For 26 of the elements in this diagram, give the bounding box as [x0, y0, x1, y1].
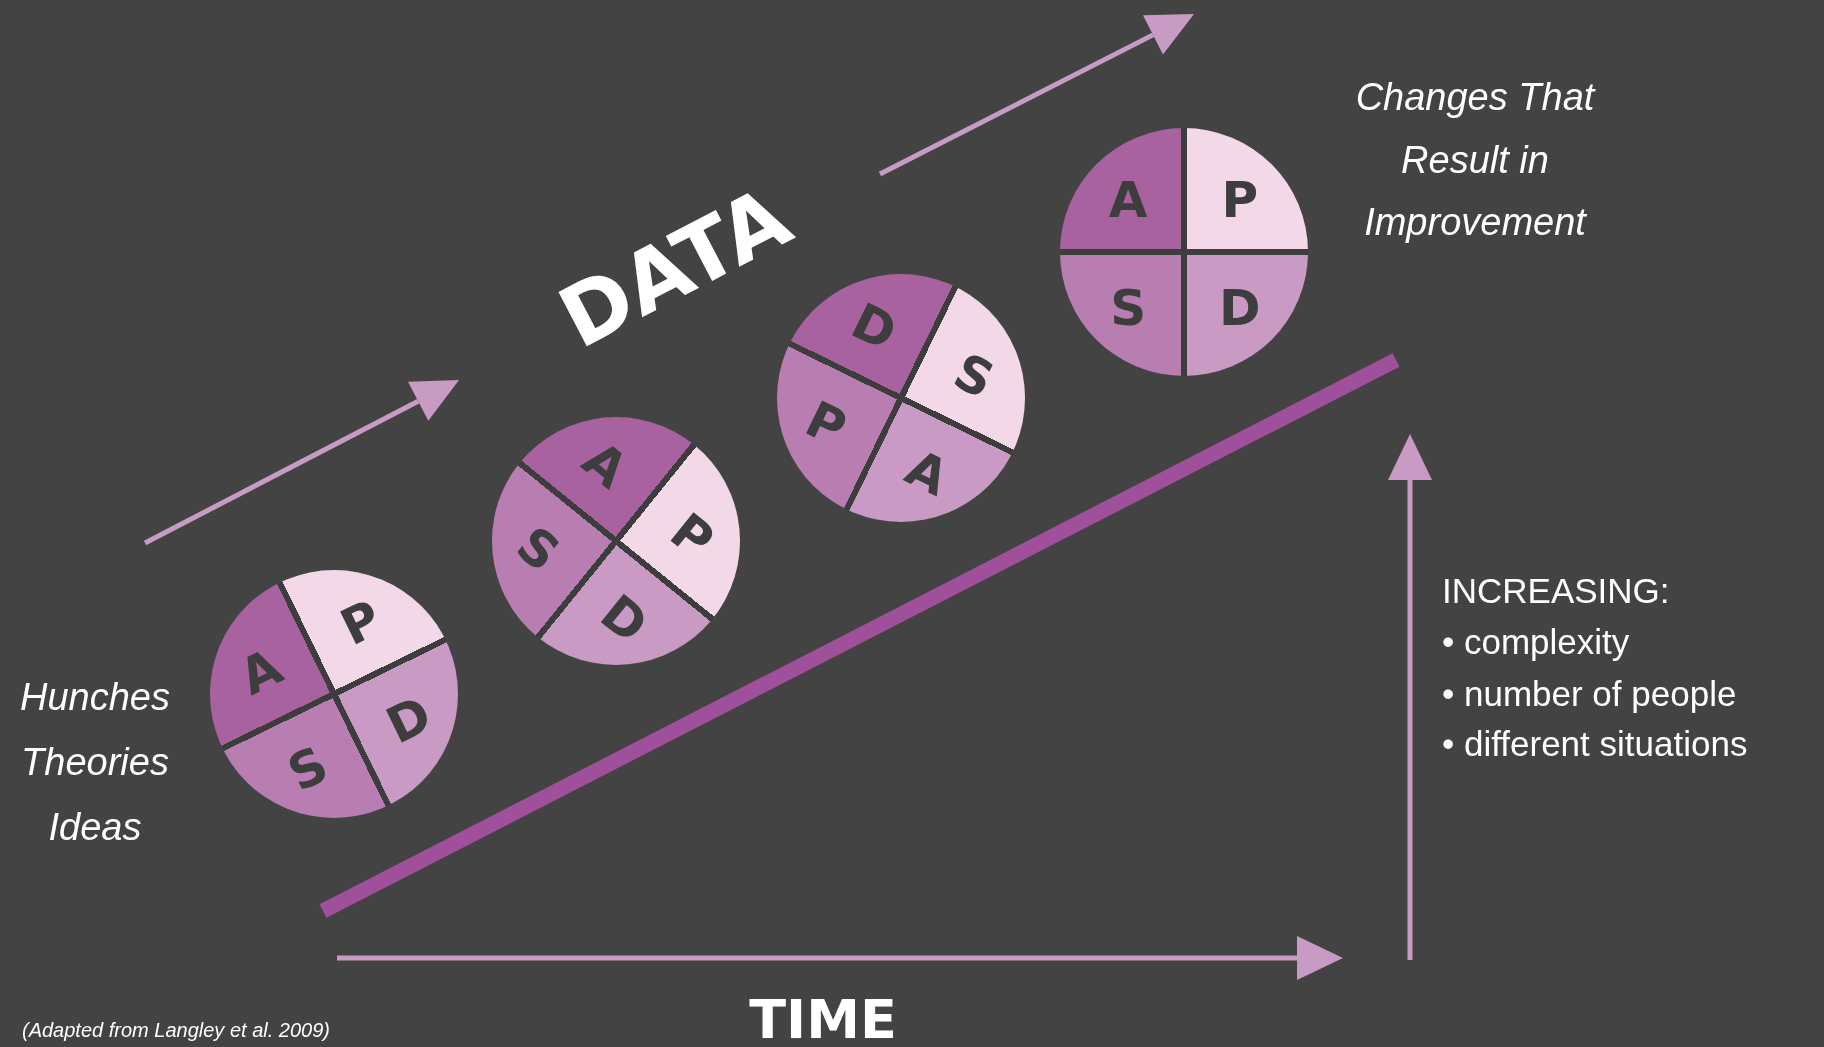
quadrant-letter: D [379, 688, 439, 752]
quadrant-letter: S [1110, 282, 1147, 333]
quadrant-letter: D [592, 587, 657, 652]
outcome-text: Changes That Result in Improvement [1354, 74, 1597, 246]
list-item: • complexity [1442, 621, 1630, 663]
quadrant-letter: P [1221, 174, 1259, 225]
input-text: Theories [21, 740, 169, 786]
quadrant-letter: A [1108, 174, 1148, 225]
input-text: Hunches [20, 675, 170, 721]
list-item: • different situations [1442, 723, 1748, 765]
quadrant-letter: A [232, 640, 290, 703]
citation-text: (Adapted from Langley et al. 2009) [22, 1018, 330, 1042]
input-text: Ideas [48, 805, 142, 851]
quadrant-letter: D [1219, 282, 1261, 333]
quadrant-letter: S [507, 518, 568, 580]
quadrant-letter: P [798, 393, 854, 455]
quadrant-letter: S [281, 738, 336, 799]
quadrant-letter: P [662, 504, 723, 567]
list-item: • number of people [1442, 673, 1737, 715]
quadrant-letter: S [946, 345, 1002, 406]
quadrant-letter: A [898, 441, 956, 504]
axis-title: TIME [749, 987, 897, 1047]
list-heading: INCREASING: [1442, 570, 1670, 612]
quadrant-letter: P [333, 592, 389, 654]
quadrant-letter: A [574, 433, 637, 497]
quadrant-letter: D [844, 295, 904, 359]
